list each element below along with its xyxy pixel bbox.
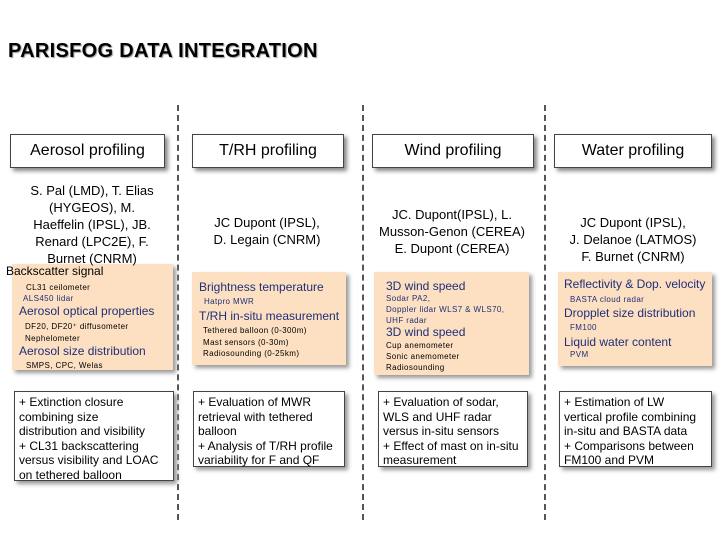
analysis-line: + Analysis of T/RH profile [198,438,333,453]
contributor-line: JC Dupont (IPSL), [214,215,320,230]
analysis-line: FM100 and PVM [564,453,655,467]
header-trh-profiling: T/RH profiling [192,134,344,168]
contributor-line: D. Legain (CNRM) [213,232,321,247]
wind-measurements-panel: 3D wind speed Sodar PA2, Doppler lidar W… [374,272,529,375]
wind-analysis-box: + Evaluation of sodar, WLS and UHF radar… [378,391,528,467]
instrument-label: DF20, DF20⁺ diffusometer [25,322,129,331]
header-wind-profiling: Wind profiling [372,134,534,168]
analysis-line: + Effect of mast on in-situ [383,438,519,453]
category-label: Aerosol optical properties [19,304,155,318]
category-label: Dropplet size distribution [564,306,696,320]
trh-analysis-box: + Evaluation of MWR retrieval with tethe… [193,391,345,467]
water-analysis-box: + Estimation of LW vertical profile comb… [559,391,712,467]
category-label: Brightness temperature [199,280,324,294]
instrument-label: Sodar PA2, [386,294,431,303]
contributor-line: S. Pal (LMD), T. Elias [30,183,154,198]
instrument-label: Radiosounding (0-25km) [203,349,300,358]
contributor-line: Musson-Genon (CEREA) [379,224,525,239]
contributors-trh: JC Dupont (IPSL), D. Legain (CNRM) [185,214,349,248]
category-label: 3D wind speed [386,279,466,293]
trh-measurements-panel: Brightness temperature Hatpro MWR T/RH i… [192,272,346,365]
column-divider [177,105,179,520]
instrument-label: Doppler lidar WLS7 & WLS70, [386,305,505,314]
category-label: 3D wind speed [386,325,466,339]
instrument-label: SMPS, CPC, Welas [26,361,103,370]
contributor-line: F. Burnet (CNRM) [581,249,685,264]
contributor-line: Haeffelin (IPSL), JB. [33,217,151,232]
analysis-line: distribution and visibility [19,424,146,438]
header-water-profiling: Water profiling [554,134,712,168]
instrument-label: CL31 ceilometer [26,283,91,292]
contributors-aerosol: S. Pal (LMD), T. Elias (HYGEOS), M. Haef… [12,182,172,267]
instrument-label: FM100 [570,323,597,332]
instrument-label: Hatpro MWR [204,297,255,306]
instrument-label: BASTA cloud radar [570,295,645,304]
aerosol-analysis-box: + Extinction closure combining size dist… [14,391,174,482]
column-divider [544,105,546,520]
instrument-label: Cup anemometer [386,341,454,350]
analysis-line: combining size [19,409,99,424]
category-label: Liquid water content [564,335,672,349]
analysis-line: + Comparisons between [564,438,694,453]
analysis-line: + Extinction closure [19,395,124,409]
analysis-line: on tethered balloon [19,467,122,482]
contributor-line: Renard (LPC2E), F. [35,234,149,249]
analysis-line: + Evaluation of MWR [198,395,312,409]
instrument-label: UHF radar [386,316,427,325]
analysis-line: versus visibility and LOAC [19,453,159,467]
header-aerosol-profiling: Aerosol profiling [10,134,165,168]
contributor-line: (HYGEOS), M. [49,200,135,215]
category-label: T/RH in-situ measurement [199,309,340,323]
analysis-line: in-situ and BASTA data [564,424,688,438]
contributors-water: JC Dupont (IPSL), J. Delanoe (LATMOS) F.… [552,214,714,265]
category-label: Backscatter signal [6,264,104,278]
contributor-line: JC. Dupont(IPSL), L. [392,207,512,222]
analysis-line: + CL31 backscattering [19,438,139,453]
instrument-label: PVM [570,350,589,359]
analysis-line: measurement [383,453,457,467]
analysis-line: + Evaluation of sodar, [383,395,499,409]
analysis-line: + Estimation of LW [564,395,665,409]
column-divider [362,105,364,520]
analysis-line: WLS and UHF radar [383,409,492,424]
instrument-label: Nephelometer [25,334,81,343]
contributor-line: J. Delanoe (LATMOS) [569,232,697,247]
instrument-label: ALS450 lidar [23,294,74,303]
analysis-line: variability for F and QF [198,453,320,467]
analysis-line: versus in-situ sensors [383,424,500,438]
header-label: T/RH profiling [219,142,317,159]
contributor-line: Burnet (CNRM) [47,251,137,266]
header-label: Water profiling [581,142,685,159]
aerosol-measurements-panel: Backscatter signal CL31 ceilometer ALS45… [6,264,173,370]
category-label: Reflectivity & Dop. velocity [564,277,706,291]
contributor-line: JC Dupont (IPSL), [580,215,686,230]
analysis-line: retrieval with tethered [198,409,313,424]
water-measurements-panel: Reflectivity & Dop. velocity BASTA cloud… [558,272,712,366]
analysis-line: vertical profile combining [564,409,697,424]
header-label: Aerosol profiling [30,142,145,159]
contributor-line: E. Dupont (CEREA) [394,241,510,256]
instrument-label: Mast sensors (0-30m) [203,338,289,347]
analysis-line: balloon [198,424,237,438]
page-title: PARISFOG DATA INTEGRATION [8,40,318,62]
contributors-wind: JC. Dupont(IPSL), L. Musson-Genon (CEREA… [362,206,542,257]
instrument-label: Tethered balloon (0-300m) [203,326,307,335]
header-label: Wind profiling [404,142,502,159]
instrument-label: Sonic anemometer [386,352,460,361]
instrument-label: Radiosounding [386,363,445,372]
category-label: Aerosol size distribution [19,344,146,358]
